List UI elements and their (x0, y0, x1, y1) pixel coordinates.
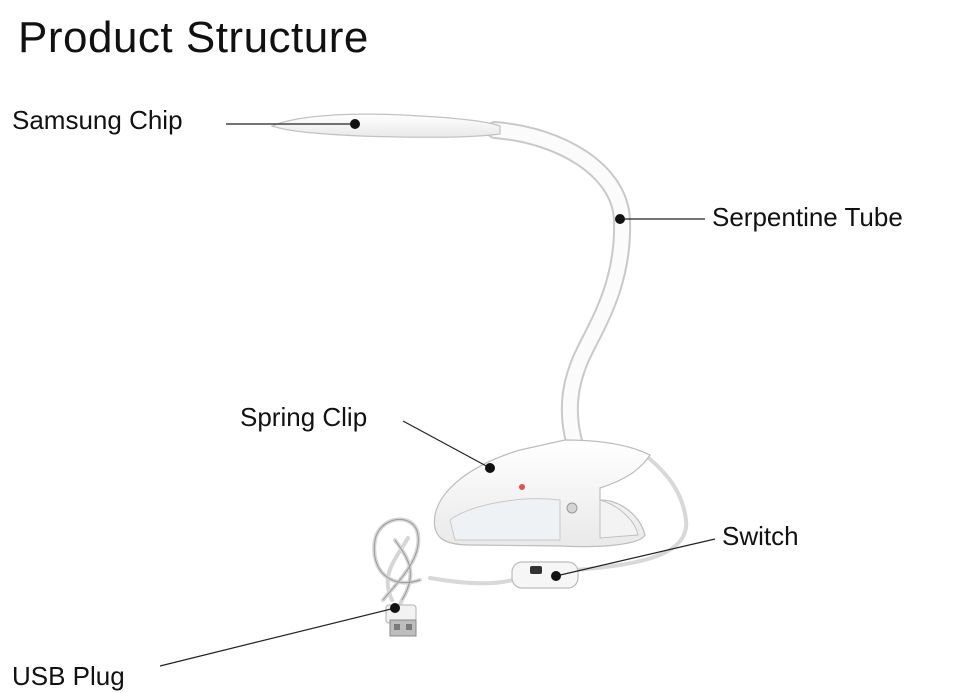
page-title: Product Structure (18, 13, 369, 62)
usb-cable (372, 517, 422, 614)
label-samsung-chip: Samsung Chip (12, 105, 183, 135)
dot-spring-clip (485, 463, 495, 473)
label-switch: Switch (722, 521, 799, 551)
usb-plug (385, 604, 417, 637)
leader-spring-clip (402, 420, 491, 469)
dot-serpentine-tube (615, 214, 625, 224)
inline-switch (511, 561, 579, 589)
callout-dots (350, 119, 625, 613)
label-usb-plug: USB Plug (12, 661, 125, 691)
usb-cable-outline (373, 519, 421, 601)
serpentine-tube (486, 121, 632, 454)
dot-samsung-chip (350, 119, 360, 129)
label-spring-clip: Spring Clip (240, 402, 368, 432)
leader-lines (159, 123, 716, 667)
dot-usb-plug (390, 603, 400, 613)
leader-switch (555, 538, 716, 577)
label-serpentine-tube: Serpentine Tube (712, 202, 903, 232)
dot-switch (551, 571, 561, 581)
leader-usb-plug (159, 607, 396, 667)
lamp-head (270, 113, 501, 138)
